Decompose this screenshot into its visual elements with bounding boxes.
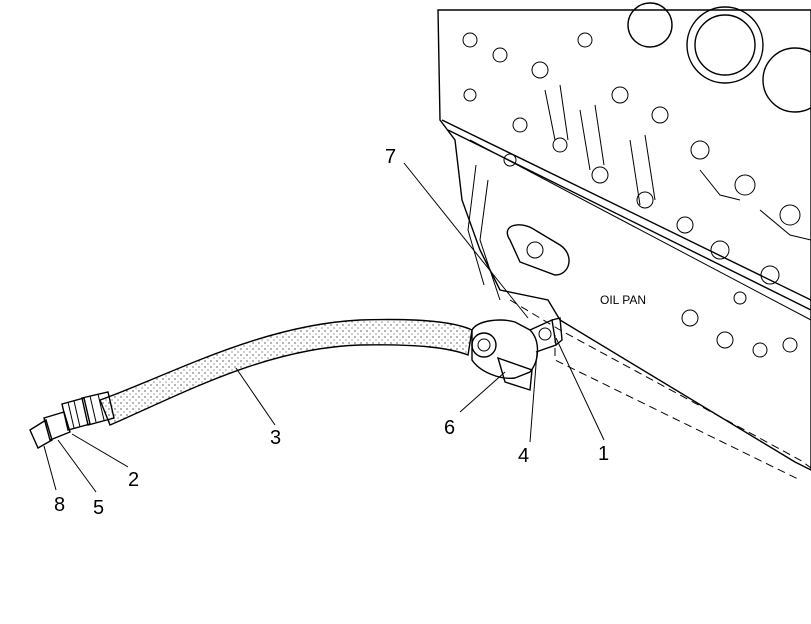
callout-4: 4	[518, 445, 529, 467]
callout-8: 8	[54, 494, 65, 516]
callout-6: 6	[444, 417, 455, 439]
leader-lines	[43, 162, 605, 493]
oil-pan-label: OIL PAN	[600, 293, 646, 307]
callout-5: 5	[93, 497, 104, 519]
callout-3: 3	[270, 427, 281, 449]
engine-block	[437, 2, 811, 481]
elbow-valve	[471, 317, 563, 391]
callout-7: 7	[385, 146, 396, 168]
callout-1: 1	[598, 443, 609, 465]
hose-end-fitting	[29, 391, 115, 449]
callout-2: 2	[128, 469, 139, 491]
drain-hose	[99, 318, 473, 426]
